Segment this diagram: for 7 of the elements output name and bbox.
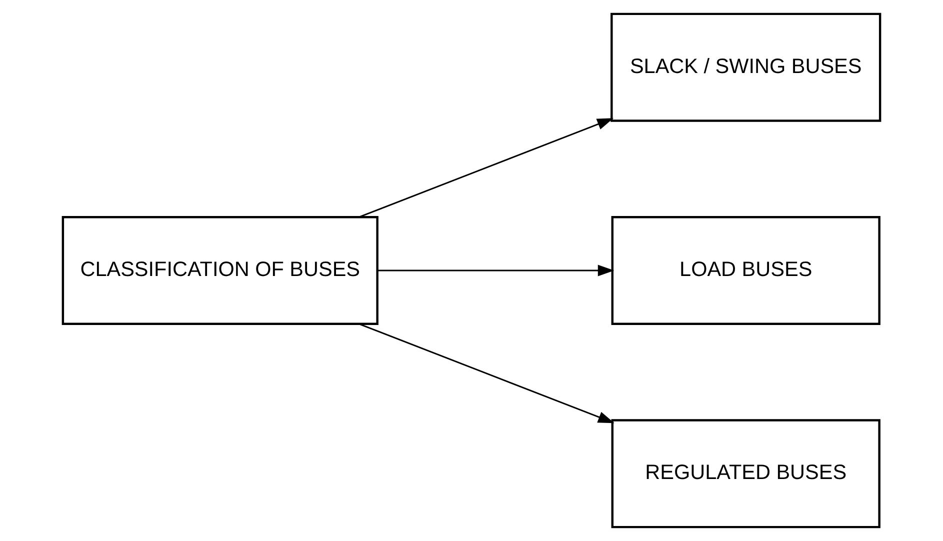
arrow — [359, 118, 614, 218]
node-box: CLASSIFICATION OF BUSES — [62, 216, 378, 325]
node-box: REGULATED BUSES — [611, 419, 880, 528]
node-box: SLACK / SWING BUSES — [610, 12, 882, 122]
arrow — [378, 264, 614, 276]
node-box: LOAD BUSES — [611, 216, 880, 325]
arrow — [359, 323, 614, 424]
